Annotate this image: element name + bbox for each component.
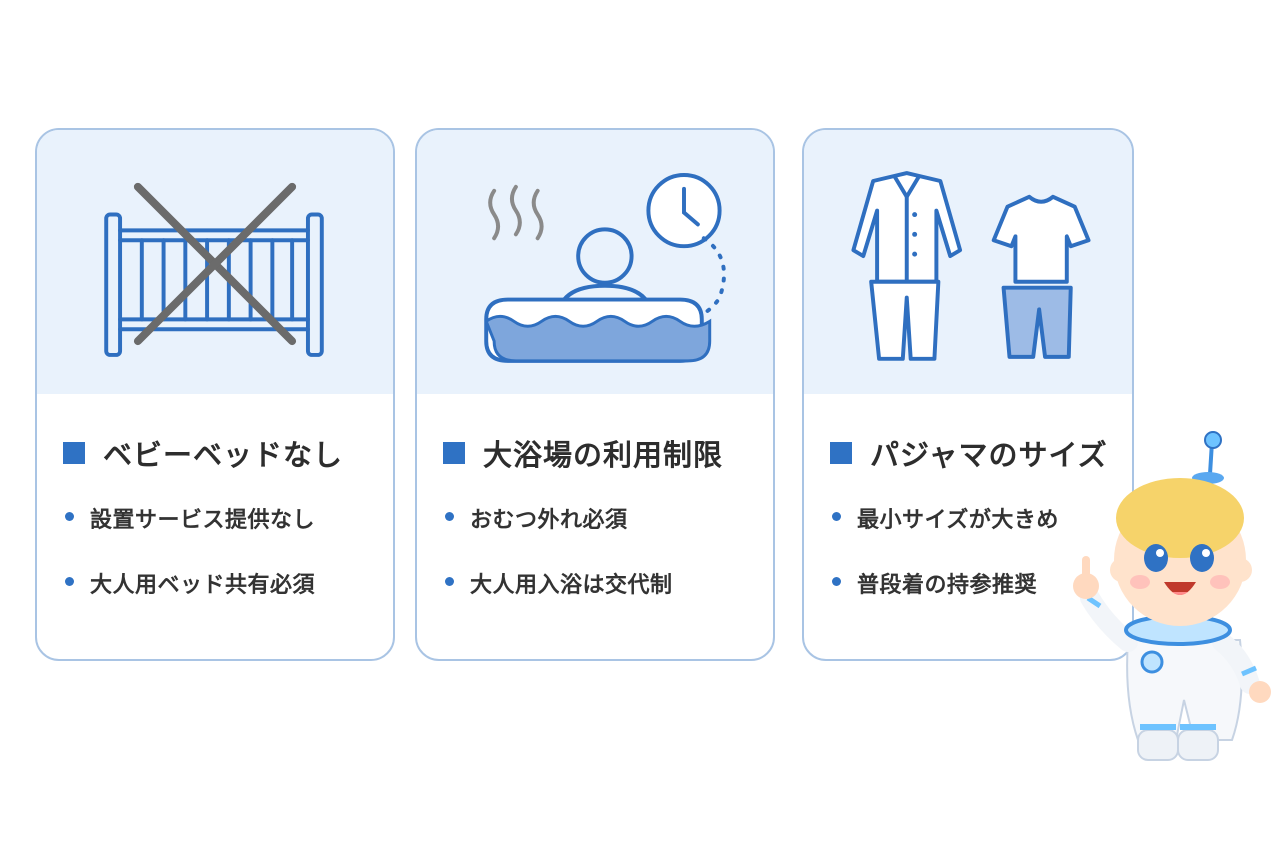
title-square-icon — [830, 442, 852, 464]
list-item: 設置サービス提供なし — [63, 502, 315, 567]
bullet-icon — [65, 512, 74, 521]
list-item: 最小サイズが大きめ — [830, 502, 1059, 567]
bullet-list: 最小サイズが大きめ 普段着の持参推奨 — [830, 502, 1059, 632]
card-title: 大浴場の利用制限 — [443, 432, 723, 474]
list-item: おむつ外れ必須 — [443, 502, 673, 567]
astronaut-baby-mascot — [1073, 431, 1271, 761]
card-title: パジャマのサイズ — [830, 432, 1108, 474]
bullet-icon — [445, 512, 454, 521]
card-bath-restriction: 大浴場の利用制限 おむつ外れ必須 大人用入浴は交代制 — [415, 128, 775, 661]
bullet-list: おむつ外れ必須 大人用入浴は交代制 — [443, 502, 673, 632]
card-art — [37, 130, 393, 394]
list-item-text: おむつ外れ必須 — [470, 508, 628, 533]
bullet-icon — [832, 512, 841, 521]
bullet-list: 設置サービス提供なし 大人用ベッド共有必須 — [63, 502, 315, 632]
crib-crossed-out-icon — [104, 182, 324, 357]
card-art — [417, 130, 773, 394]
title-square-icon — [63, 442, 85, 464]
card-title-text: ベビーベッドなし — [103, 438, 344, 472]
list-item-text: 設置サービス提供なし — [90, 508, 316, 533]
list-item: 大人用入浴は交代制 — [443, 567, 673, 632]
list-item-text: 大人用ベッド共有必須 — [90, 573, 316, 598]
bullet-icon — [65, 577, 74, 586]
pajamas-icon — [851, 171, 1091, 361]
bath-clock-icon — [484, 173, 726, 363]
card-title-text: パジャマのサイズ — [870, 438, 1108, 472]
title-square-icon — [443, 442, 465, 464]
card-no-crib: ベビーベッドなし 設置サービス提供なし 大人用ベッド共有必須 — [35, 128, 395, 661]
list-item-text: 最小サイズが大きめ — [857, 508, 1059, 533]
card-title: ベビーベッドなし — [63, 432, 343, 474]
list-item-text: 大人用入浴は交代制 — [470, 573, 673, 598]
list-item-text: 普段着の持参推奨 — [857, 573, 1038, 598]
list-item: 普段着の持参推奨 — [830, 567, 1059, 632]
bullet-icon — [445, 577, 454, 586]
bullet-icon — [832, 577, 841, 586]
card-pajama-size: パジャマのサイズ 最小サイズが大きめ 普段着の持参推奨 — [802, 128, 1134, 661]
card-title-text: 大浴場の利用制限 — [483, 438, 724, 472]
card-art — [804, 130, 1132, 394]
list-item: 大人用ベッド共有必須 — [63, 567, 315, 632]
